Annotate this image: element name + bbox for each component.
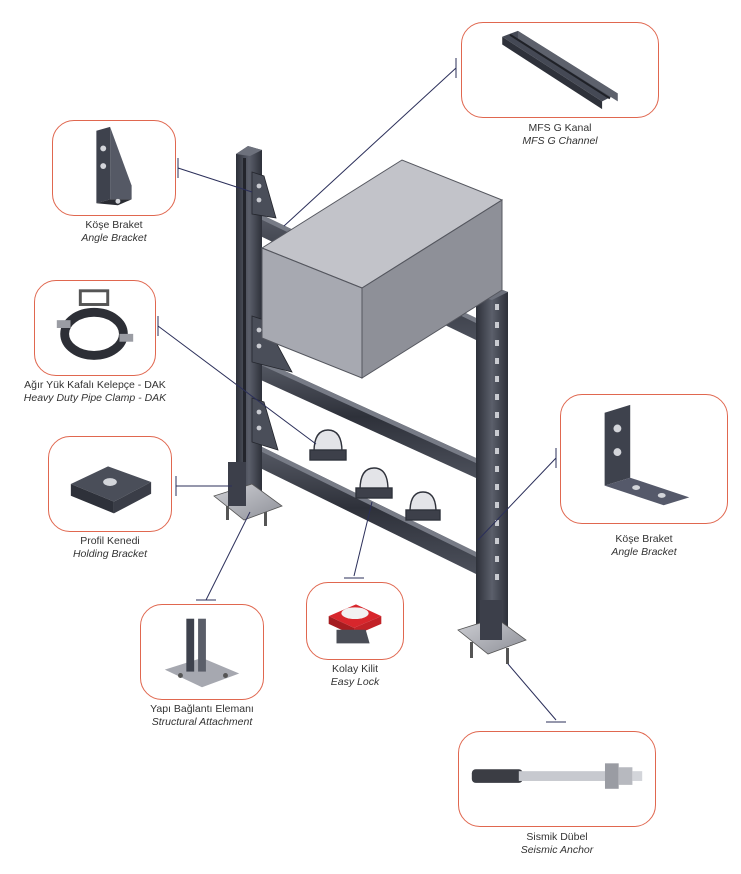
callout-seismic-anchor [458,731,656,827]
caption-holding-bracket: Profil Kenedi Holding Bracket [48,535,172,561]
callout-angle-bracket-right [560,394,728,524]
lower-beam [252,442,476,574]
right-upright-channel [476,286,508,648]
caption-tr: Sismik Dübel [526,831,588,843]
callout-holding-bracket [48,436,172,532]
caption-mfs-channel: MFS G Kanal MFS G Channel [461,122,659,148]
caption-en: Heavy Duty Pipe Clamp - DAK [23,392,167,404]
caption-tr: Köşe Braket [615,533,673,545]
caption-tr: Profil Kenedi [80,535,140,547]
caption-easy-lock: Kolay Kilit Easy Lock [306,663,404,689]
callout-structural-attachment [140,604,264,700]
mfs-channel-illustration [502,30,618,110]
leader-lines [157,58,566,723]
caption-tr: Kolay Kilit [331,663,379,675]
pipe-clamps [309,429,441,521]
middle-beam [252,356,476,478]
caption-tr: Ağır Yük Kafalı Kelepçe - DAK [24,379,166,391]
callout-easy-lock [306,582,404,660]
holding-bracket-illustration [70,466,152,514]
caption-en: Angle Bracket [611,546,677,558]
callout-angle-bracket-left [52,120,176,216]
callout-pipe-clamp [34,280,156,376]
caption-en: Easy Lock [330,676,380,688]
easy-lock-illustration [328,604,382,644]
callout-mfs-channel [461,22,659,118]
left-base-plate [213,462,283,526]
caption-en: Holding Bracket [72,548,148,560]
caption-en: Angle Bracket [81,232,147,244]
right-base-plate [457,600,527,664]
caption-tr: Yapı Bağlantı Elemanı [150,703,254,715]
caption-en: Structural Attachment [151,716,253,728]
caption-pipe-clamp: Ağır Yük Kafalı Kelepçe - DAK Heavy Duty… [0,379,190,405]
caption-seismic-anchor: Sismik Dübel Seismic Anchor [458,831,656,857]
seismic-anchor-illustration [471,763,643,789]
caption-en: Seismic Anchor [520,844,594,856]
caption-structural-attachment: Yapı Bağlantı Elemanı Structural Attachm… [120,703,284,729]
rectangular-duct [260,159,504,379]
pipe-clamp-illustration [56,289,134,360]
angle-bracket-illustration [96,126,132,206]
angle-bracket-illustration [604,404,690,506]
caption-tr: MFS G Kanal [528,122,592,134]
caption-en: MFS G Channel [522,135,598,147]
caption-angle-bracket-right: Köşe Braket Angle Bracket [560,533,728,559]
caption-angle-bracket-left: Köşe Braket Angle Bracket [52,219,176,245]
structural-attachment-illustration [164,618,240,688]
caption-tr: Köşe Braket [85,219,143,231]
